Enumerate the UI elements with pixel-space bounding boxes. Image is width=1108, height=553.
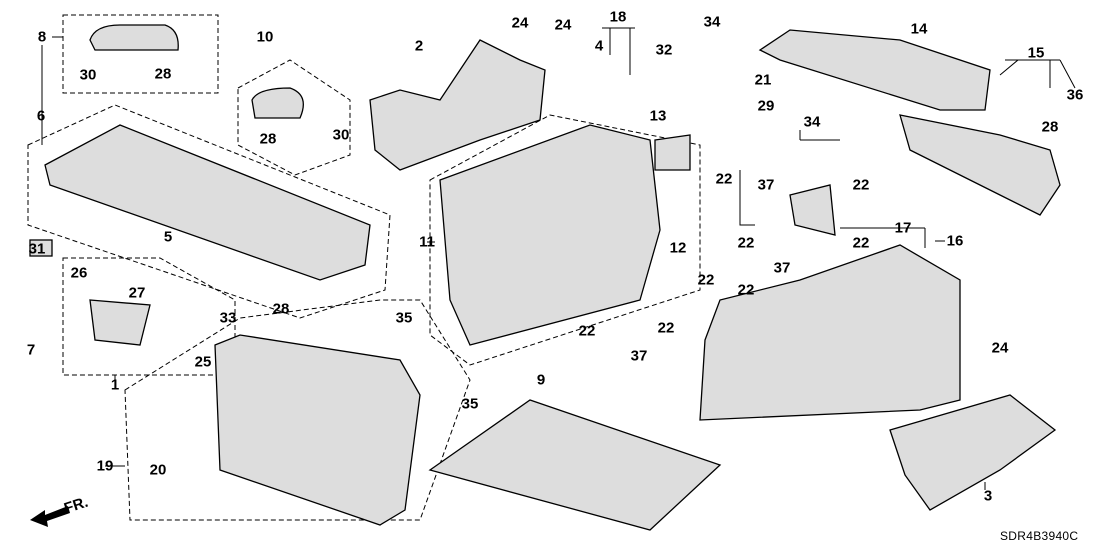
callout-2: 2 — [414, 37, 424, 55]
callout-28: 28 — [272, 300, 290, 318]
callout-8: 8 — [37, 28, 47, 46]
callout-22: 22 — [852, 234, 870, 252]
group-box-10 — [237, 59, 351, 176]
callout-22: 22 — [657, 319, 675, 337]
callout-34: 34 — [703, 13, 721, 31]
callout-37: 37 — [773, 259, 791, 277]
callout-27: 27 — [128, 284, 146, 302]
callout-10: 10 — [256, 28, 274, 46]
part-15-trim — [899, 114, 1061, 216]
bracket-17 — [739, 170, 945, 248]
part-9-floor-lid — [428, 399, 722, 531]
callout-16: 16 — [946, 232, 964, 250]
callout-25: 25 — [194, 353, 212, 371]
part-25-harness — [89, 299, 151, 346]
callout-7: 7 — [26, 341, 36, 359]
callout-24: 24 — [511, 14, 529, 32]
callout-30: 30 — [332, 126, 350, 144]
callout-21: 21 — [754, 71, 772, 89]
callout-20: 20 — [149, 461, 167, 479]
callout-17: 17 — [894, 219, 912, 237]
part-31 — [29, 239, 53, 257]
callout-19: 19 — [96, 457, 114, 475]
group-box-19 — [124, 299, 471, 521]
callout-35: 35 — [395, 309, 413, 327]
callout-35: 35 — [461, 395, 479, 413]
part-13-lid — [654, 134, 691, 171]
part-16-side-lining — [699, 244, 961, 421]
callout-31: 31 — [28, 240, 46, 258]
callout-22: 22 — [737, 281, 755, 299]
part-8-cover — [89, 24, 179, 51]
callout-32: 32 — [655, 41, 673, 59]
callout-37: 37 — [757, 176, 775, 194]
bracket-15 — [999, 59, 1076, 89]
callout-34: 34 — [803, 113, 821, 131]
part-17-lid — [789, 184, 836, 236]
callout-37: 37 — [630, 347, 648, 365]
callout-1: 1 — [110, 376, 120, 394]
part-14-trim — [758, 29, 991, 111]
callout-29: 29 — [757, 97, 775, 115]
callout-26: 26 — [70, 264, 88, 282]
callout-28: 28 — [154, 65, 172, 83]
part-11-side-lining — [439, 124, 661, 346]
callout-36: 36 — [1066, 86, 1084, 104]
diagram-code: SDR4B3940C — [1000, 529, 1079, 543]
callout-15: 15 — [1027, 44, 1045, 62]
leader-lines — [41, 36, 986, 490]
callout-9: 9 — [536, 371, 546, 389]
part-2-trim — [369, 39, 546, 171]
callout-30: 30 — [79, 66, 97, 84]
callout-22: 22 — [578, 322, 596, 340]
callout-4: 4 — [594, 37, 604, 55]
part-6-rear-tray — [44, 124, 371, 281]
callout-33: 33 — [219, 309, 237, 327]
callout-3: 3 — [983, 487, 993, 505]
callout-6: 6 — [36, 107, 46, 125]
callout-24: 24 — [554, 16, 572, 34]
callout-12: 12 — [669, 239, 687, 257]
bracket-34 — [799, 130, 840, 141]
group-box-11 — [429, 114, 701, 366]
callout-28: 28 — [1041, 118, 1059, 136]
callout-11: 11 — [419, 233, 435, 251]
front-arrow-icon — [30, 506, 70, 527]
callout-24: 24 — [991, 339, 1009, 357]
group-box-8 — [62, 14, 219, 94]
callout-14: 14 — [910, 20, 928, 38]
callout-22: 22 — [715, 170, 733, 188]
callout-28: 28 — [259, 130, 277, 148]
callout-13: 13 — [649, 107, 667, 125]
callout-18: 18 — [609, 8, 627, 26]
part-3-trim — [889, 394, 1057, 511]
bracket-18 — [602, 27, 635, 75]
part-10-cover — [251, 87, 304, 119]
callout-22: 22 — [852, 176, 870, 194]
callout-22: 22 — [697, 271, 715, 289]
callout-5: 5 — [163, 228, 173, 246]
callout-22: 22 — [737, 234, 755, 252]
group-box-6 — [27, 104, 391, 319]
part-19-rear-panel — [214, 334, 421, 526]
